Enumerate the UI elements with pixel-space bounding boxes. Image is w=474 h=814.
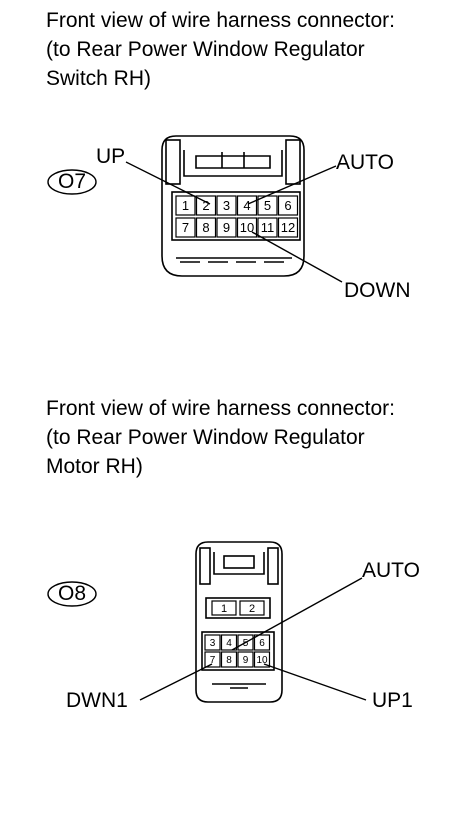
o8-pin-8: 8 (226, 655, 232, 666)
o8-auto-leader (231, 577, 363, 651)
o7-pin-4-box (236, 195, 258, 216)
o8-caption-line-2: (to Rear Power Window Regulator (46, 426, 365, 449)
o7-label-auto: AUTO (336, 151, 394, 174)
o8-lock-inner (223, 555, 255, 569)
o7-right-latch (285, 139, 301, 185)
o7-pin-10: 10 (240, 220, 254, 235)
o7-auto-leader (247, 165, 337, 205)
o7-pin-12-box (277, 217, 299, 238)
o7-pin-2-box (195, 195, 217, 216)
o8-pin-5: 5 (243, 638, 249, 649)
o8-pin-6-box (253, 634, 271, 651)
o7-caption: Front view of wire harness connector: (t… (46, 6, 395, 93)
o8-label-up1: UP1 (372, 689, 413, 712)
o8-pin-2-box (239, 600, 265, 616)
o7-pin-1: 1 (182, 198, 189, 213)
o8-left-latch (199, 547, 211, 585)
o7-label-down: DOWN (344, 279, 411, 302)
o7-caption-line-1: Front view of wire harness connector: (46, 9, 395, 32)
o8-label-dwn1: DWN1 (66, 689, 128, 712)
o8-bottom-key (212, 683, 266, 689)
o8-pin-2: 2 (249, 603, 255, 615)
o7-pin-12: 12 (281, 220, 295, 235)
o7-pin-7-box (175, 217, 196, 238)
o7-code: O7 (58, 170, 87, 193)
o7-pin-9: 9 (223, 220, 230, 235)
o7-pin-7: 7 (182, 220, 189, 235)
o7-code-oval (47, 169, 97, 195)
o7-caption-line-2: (to Rear Power Window Regulator (46, 38, 365, 61)
o8-pin-8-box (220, 651, 238, 668)
o7-pin-9-box (216, 217, 237, 238)
o7-pin-6-box (277, 195, 299, 216)
o8-pin-4-box (220, 634, 238, 651)
o8-pin-3-box (204, 634, 221, 651)
o8-code-oval (47, 581, 97, 607)
o7-down-leader (251, 231, 343, 283)
o7-lock-inner (195, 155, 271, 169)
o7-pin-11: 11 (261, 220, 275, 235)
o8-caption-line-3: Motor RH) (46, 455, 143, 478)
o8-caption: Front view of wire harness connector: (t… (46, 394, 395, 481)
o8-pin-block-top (205, 597, 271, 619)
o7-pin-8: 8 (202, 220, 209, 235)
o8-lock-tab (213, 552, 265, 575)
o7-housing (161, 135, 305, 277)
o7-pin-4: 4 (243, 198, 250, 213)
o7-pin-3: 3 (223, 198, 230, 213)
o8-housing (195, 541, 283, 703)
o8-pin-10: 10 (256, 655, 268, 666)
o7-pin-5: 5 (264, 198, 271, 213)
o8-dwn1-leader (139, 663, 213, 701)
o8-pin-1-box (211, 600, 237, 616)
o7-left-latch (165, 139, 181, 185)
o8-pin-5-box (237, 634, 254, 651)
o7-caption-line-3: Switch RH) (46, 67, 152, 90)
o8-code: O8 (58, 582, 87, 605)
o8-right-latch (267, 547, 279, 585)
o7-label-up: UP (96, 145, 126, 168)
o7-pin-1-box (175, 195, 196, 216)
o8-caption-line-1: Front view of wire harness connector: (46, 397, 395, 420)
o7-pin-6: 6 (284, 198, 291, 213)
o7-lock-tab (183, 150, 283, 177)
o8-pin-7: 7 (210, 655, 216, 666)
o8-label-auto: AUTO (362, 559, 420, 582)
o7-pin-3-box (216, 195, 237, 216)
o8-pin-6: 6 (259, 638, 265, 649)
o8-up1-leader (263, 663, 367, 701)
o7-pin-block (171, 191, 301, 241)
o8-pin-10-box (253, 651, 271, 668)
o7-pin-10-box (236, 217, 258, 238)
o8-pin-block-bottom (201, 631, 275, 671)
o8-pin-7-box (204, 651, 221, 668)
o8-pin-3: 3 (210, 638, 216, 649)
o7-bottom-keys (176, 257, 292, 263)
o7-pin-11-box (257, 217, 278, 238)
o8-pin-1: 1 (221, 603, 227, 615)
o8-pin-9: 9 (243, 655, 249, 666)
o8-pin-9-box (237, 651, 254, 668)
o7-pin-2: 2 (202, 198, 209, 213)
o8-pin-4: 4 (226, 638, 232, 649)
o7-up-leader (125, 161, 211, 205)
o7-pin-8-box (195, 217, 217, 238)
